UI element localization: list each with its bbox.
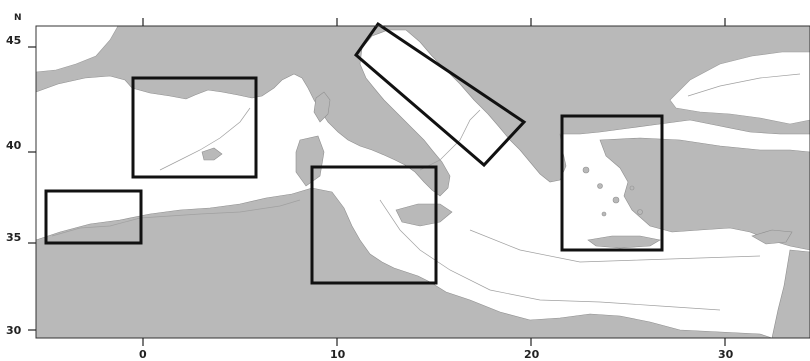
map-frame (35, 25, 810, 339)
study-area-boxes (44, 21, 664, 285)
black-sea (669, 51, 810, 125)
north-label: N (14, 13, 22, 23)
lon-label-20: 20 (524, 348, 540, 361)
aegean-island (582, 166, 590, 174)
study-area-aegean (560, 114, 664, 252)
cyprus (751, 229, 793, 245)
lat-label-45: 45 (6, 34, 21, 47)
sicily (395, 203, 453, 227)
aegean-island (637, 209, 643, 215)
study-area-sicily-strait (310, 165, 438, 285)
lat-label-30: 30 (6, 324, 22, 337)
land-layer (35, 25, 810, 339)
anatolia (599, 137, 810, 251)
lat-label-35: 35 (6, 231, 21, 244)
study-area-adriatic (353, 21, 527, 168)
lon-label-0: 0 (139, 348, 147, 361)
aegean-island (597, 183, 603, 189)
north-africa (35, 187, 773, 339)
aegean-island (629, 185, 635, 191)
atlantic-ocean (35, 25, 119, 73)
lon-label-10: 10 (330, 348, 346, 361)
study-area-alboran (44, 189, 143, 245)
aegean-island (612, 196, 620, 204)
crete (587, 235, 661, 249)
depth-contours (51, 73, 801, 311)
sardinia-corsica (313, 91, 331, 123)
lon-label-30: 30 (718, 348, 734, 361)
study-area-balearic (131, 76, 258, 179)
axis-ticks (28, 18, 726, 346)
lat-label-40: 40 (6, 139, 22, 152)
balearic-islands (201, 147, 223, 161)
aegean-island (601, 211, 607, 217)
